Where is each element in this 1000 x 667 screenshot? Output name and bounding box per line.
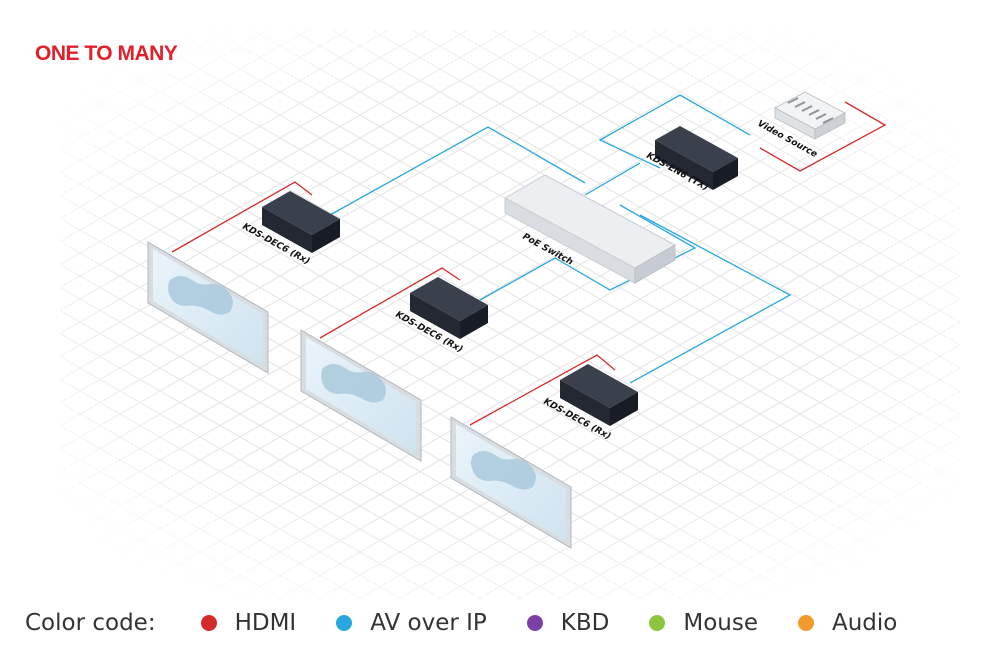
ip-cable-decoder-2 <box>479 204 697 301</box>
legend-label: HDMI <box>234 610 297 636</box>
grid-fade <box>0 0 1000 620</box>
encoder-device <box>655 126 738 190</box>
poe-switch <box>503 174 677 284</box>
legend-item-audio: Audio <box>798 610 897 636</box>
legend-item-mouse: Mouse <box>649 610 758 636</box>
display-3 <box>450 416 572 549</box>
legend-label: AV over IP <box>370 610 487 636</box>
hdmi-cable-decoder-2 <box>319 267 461 339</box>
map-graphic <box>321 364 386 403</box>
ip-cable-decoder-1 <box>329 126 586 216</box>
legend-item-av-over-ip: AV over IP <box>336 610 487 636</box>
legend-item-kbd: KBD <box>526 610 610 636</box>
legend-dot <box>200 615 217 631</box>
diagram-title: ONE TO MANY <box>35 42 178 65</box>
color-legend: Color code: HDMI AV over IP KBD Mouse Au… <box>25 606 937 640</box>
map-graphic <box>471 451 536 490</box>
decoder-1-device <box>262 191 340 253</box>
ip-cable-decoder-3 <box>629 214 792 384</box>
source-vents <box>787 97 834 124</box>
legend-dot <box>336 615 353 631</box>
legend-dot <box>649 615 666 631</box>
legend-label: Audio <box>832 610 898 636</box>
decoder-3-device <box>560 364 638 426</box>
hdmi-cable-source <box>759 101 887 172</box>
legend-prefix: Color code: <box>25 610 156 636</box>
video-source-device <box>774 91 846 140</box>
display-1 <box>147 241 269 374</box>
hdmi-cables <box>171 101 887 426</box>
legend-label: KBD <box>560 610 610 636</box>
av-over-ip-cables <box>329 94 792 384</box>
ip-cable-encoder <box>598 94 751 169</box>
hdmi-cable-decoder-3 <box>469 354 616 426</box>
ip-cable-switch-encoder <box>584 162 641 196</box>
switch-side <box>634 244 676 284</box>
display-2 <box>300 329 422 462</box>
legend-dot <box>798 615 814 631</box>
legend-dot <box>526 615 543 631</box>
decoder-2-device <box>410 277 488 339</box>
hdmi-cable-decoder-1 <box>171 181 313 253</box>
legend-label: Mouse <box>683 610 758 636</box>
legend-item-hdmi: HDMI <box>200 610 297 636</box>
map-graphic <box>168 276 233 315</box>
